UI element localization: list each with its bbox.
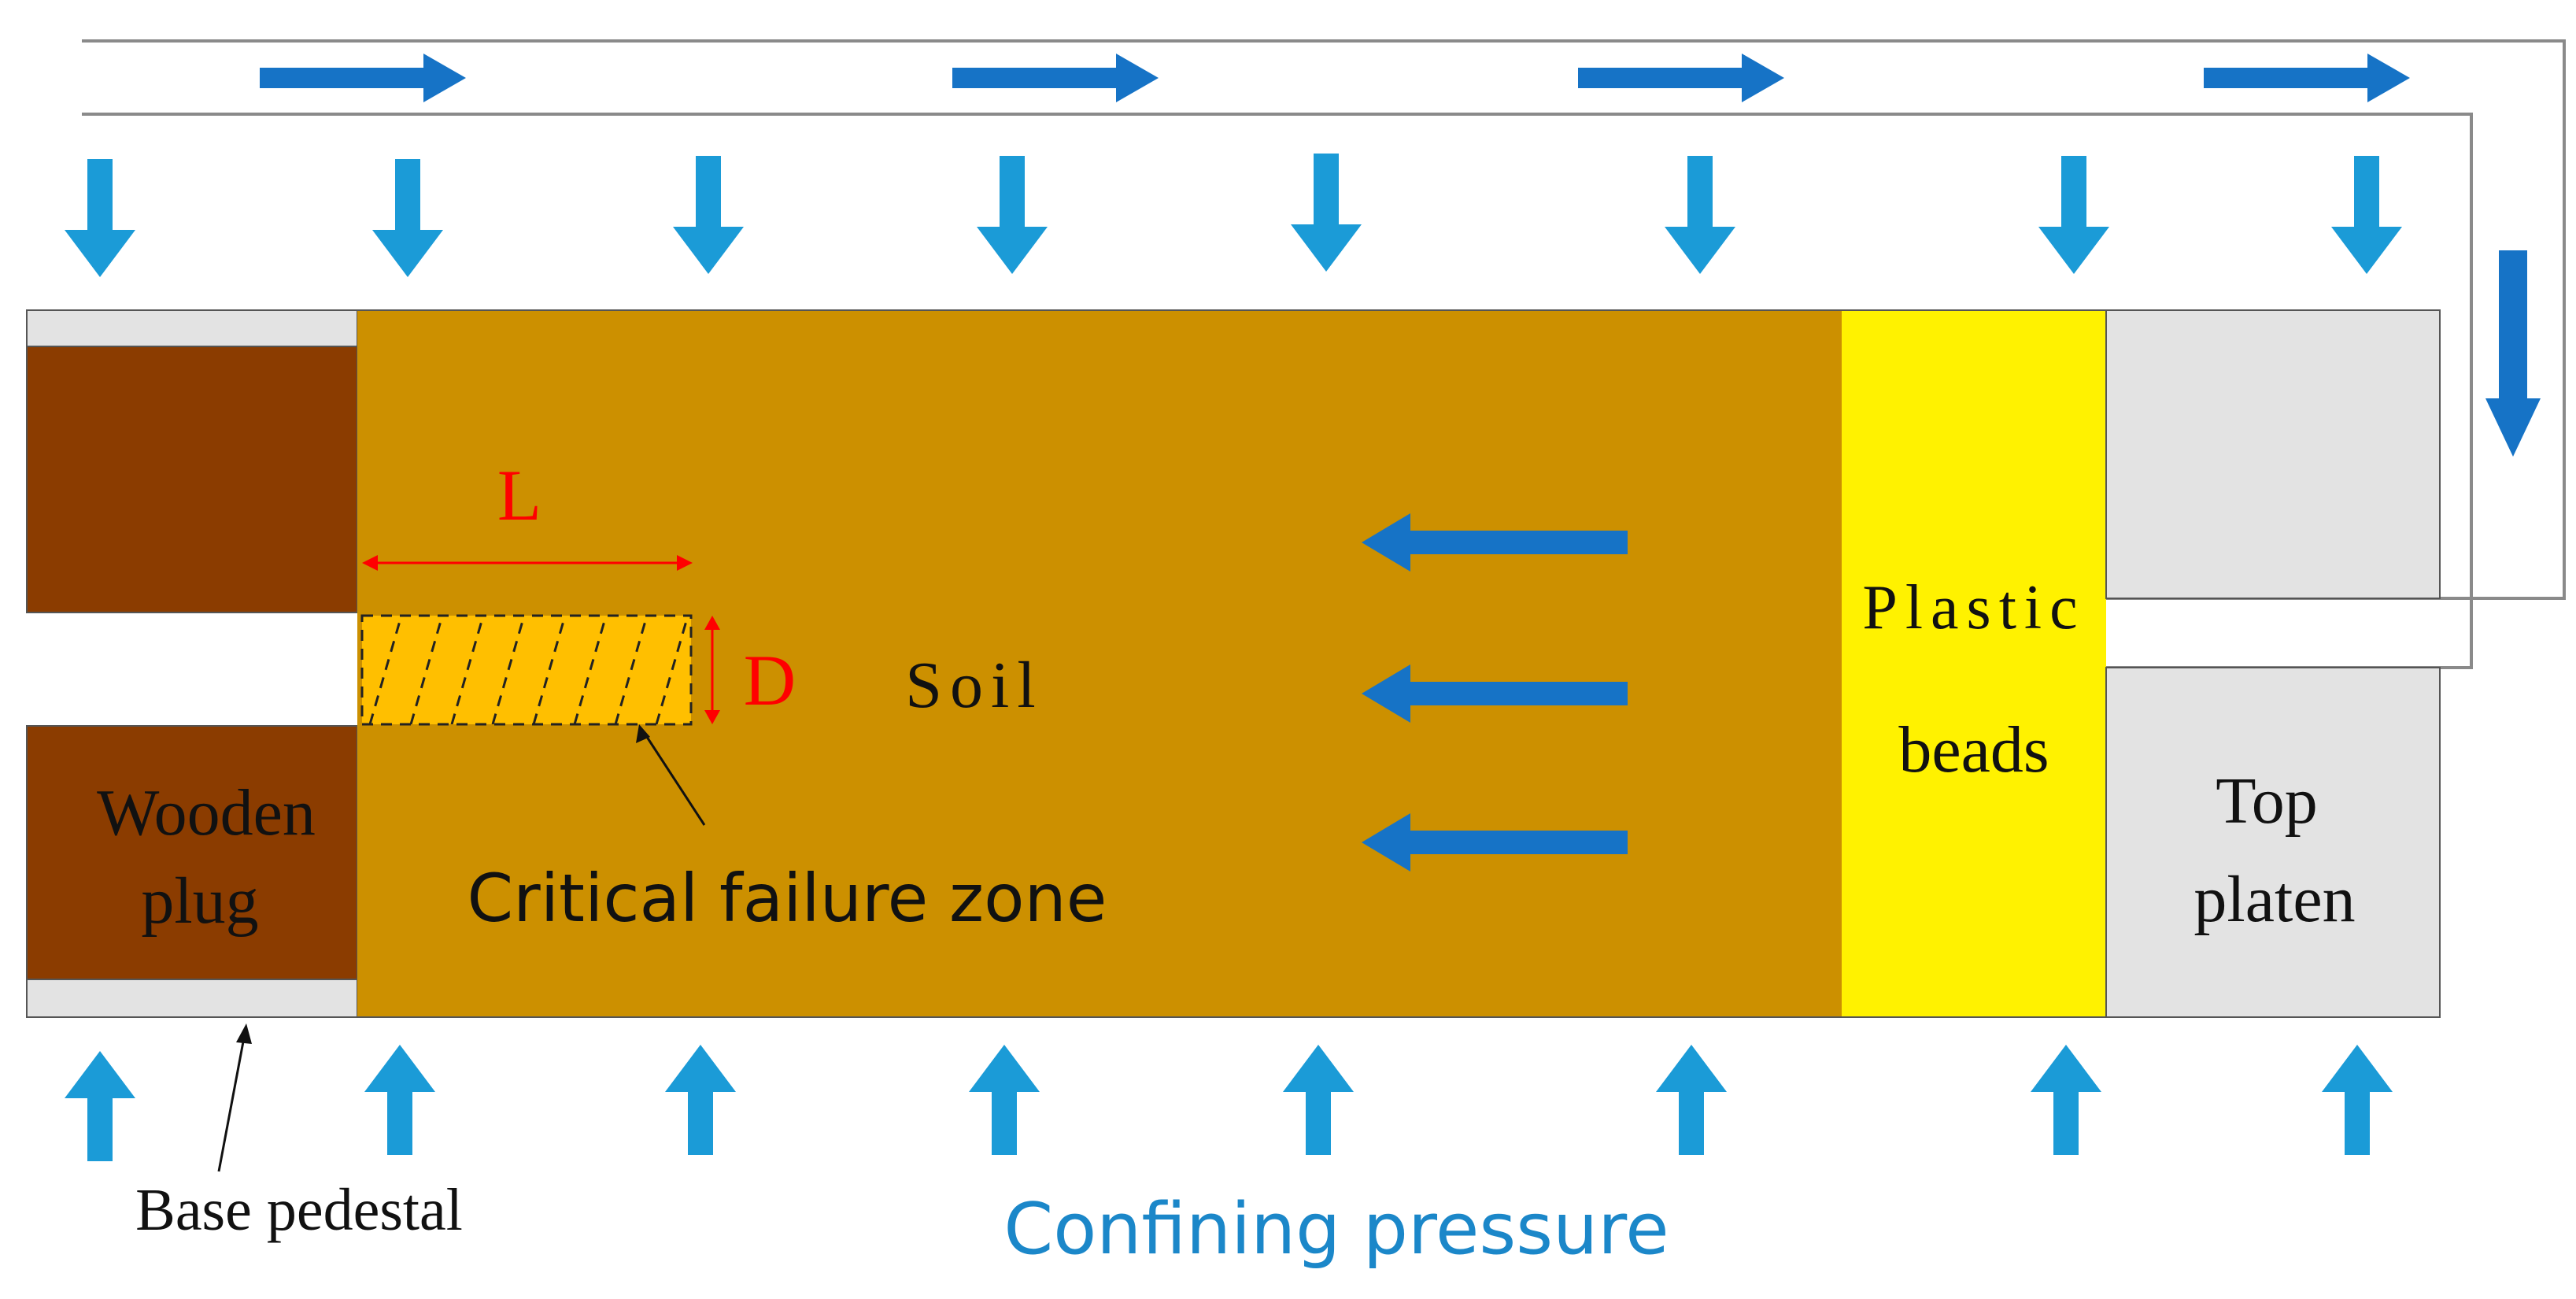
leader-lines	[217, 724, 706, 1172]
top-platen-upper	[2105, 309, 2441, 599]
down-arrow-icon	[977, 156, 1048, 274]
critical-zone-label: Critical failure zone	[468, 860, 1107, 937]
soil-label: Soil	[905, 649, 1043, 722]
down-arrow-icon	[372, 159, 443, 277]
length-label: L	[497, 455, 541, 535]
bottom-pressure-arrows	[65, 1045, 2393, 1161]
down-arrow-icon	[2331, 156, 2402, 274]
base-pedestal-leader	[217, 1037, 246, 1172]
critical-failure-zone	[360, 614, 693, 726]
diameter-label: D	[744, 640, 796, 720]
up-arrow-icon	[2322, 1045, 2393, 1155]
top-label: Top	[2216, 764, 2317, 838]
left-arrow-icon	[1362, 513, 1628, 572]
beads-label: beads	[1898, 713, 2049, 786]
right-arrow-icon	[1578, 54, 1784, 102]
critical-zone-leader	[642, 731, 706, 826]
channel-flow-arrows	[260, 54, 2541, 457]
base-pedestal-top-plate	[26, 309, 358, 347]
length-dimension	[362, 555, 693, 571]
up-arrow-icon	[969, 1045, 1040, 1155]
wooden-plug-upper	[26, 346, 358, 613]
base-pedestal-bottom-plate	[26, 979, 358, 1018]
down-arrow-icon	[1291, 154, 1362, 272]
down-arrow-icon	[673, 156, 744, 274]
platen-label: platen	[2193, 863, 2355, 936]
wooden-label: Wooden	[97, 776, 316, 849]
base-pedestal-label: Base pedestal	[135, 1177, 463, 1243]
right-arrow-icon	[2204, 54, 2410, 102]
left-arrow-icon	[1362, 813, 1628, 872]
axial-flow-arrows	[1362, 513, 1628, 872]
diameter-dimension	[704, 616, 720, 724]
plastic-label: Plastic	[1862, 573, 2085, 642]
up-arrow-icon	[2031, 1045, 2101, 1155]
specimen-assembly	[26, 309, 2441, 1018]
right-arrow-icon	[952, 54, 1159, 102]
down-arrow-icon	[65, 159, 135, 277]
down-arrow-icon	[2038, 156, 2109, 274]
top-platen-lower	[2105, 667, 2441, 1018]
top-pressure-arrows	[65, 154, 2402, 277]
confining-pressure-label: Confining pressure	[1003, 1188, 1669, 1271]
up-arrow-icon	[1656, 1045, 1727, 1155]
plug-label: plug	[141, 864, 258, 938]
up-arrow-icon	[65, 1051, 135, 1161]
right-arrow-icon	[260, 54, 466, 102]
plastic-beads-region	[1842, 310, 2106, 1017]
left-arrow-icon	[1362, 664, 1628, 723]
wooden-plug-lower	[26, 725, 358, 980]
up-arrow-icon	[665, 1045, 736, 1155]
up-arrow-icon	[364, 1045, 435, 1155]
down-arrow-icon	[2485, 250, 2541, 457]
down-arrow-icon	[1665, 156, 1735, 274]
up-arrow-icon	[1283, 1045, 1354, 1155]
